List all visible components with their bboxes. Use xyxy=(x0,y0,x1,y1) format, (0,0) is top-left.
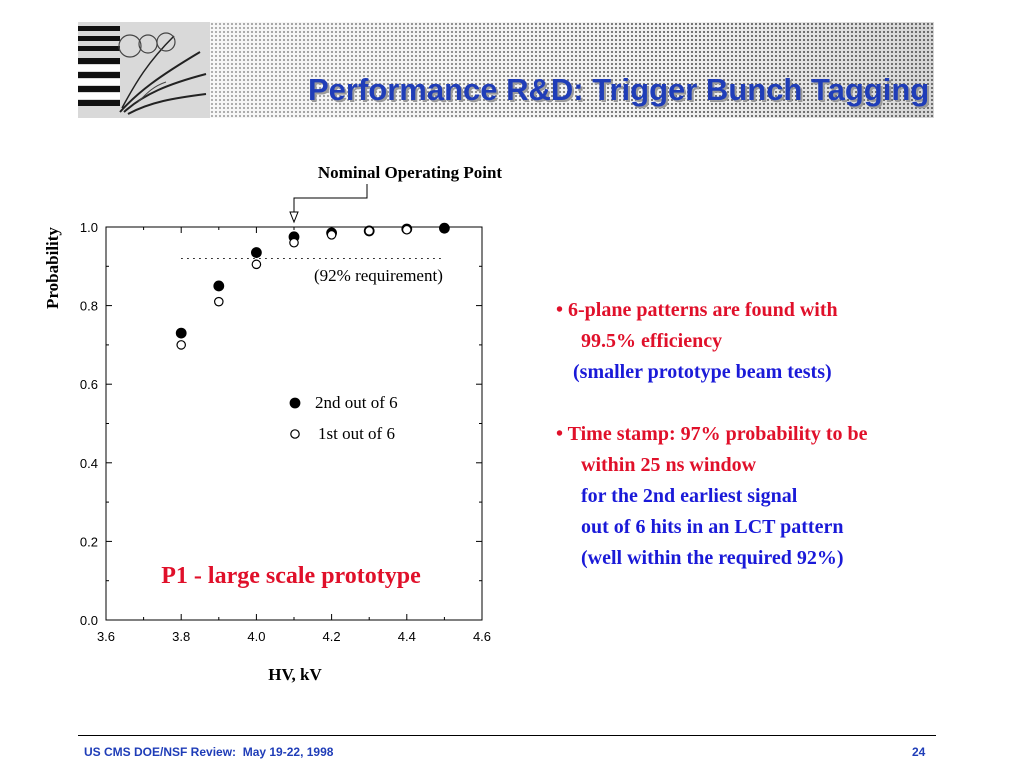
slide-title: Performance R&D: Trigger Bunch Tagging xyxy=(308,72,930,107)
data-point-2nd-out-of-6 xyxy=(175,327,187,339)
y-tick-label: 0.6 xyxy=(80,377,98,392)
x-tick-label: 4.6 xyxy=(473,629,491,644)
bullet-spacer xyxy=(556,388,996,419)
data-point-2nd-out-of-6 xyxy=(213,280,225,292)
y-tick-label: 0.4 xyxy=(80,456,98,471)
data-point-1st-out-of-6 xyxy=(364,226,374,236)
x-tick-label: 3.6 xyxy=(97,629,115,644)
data-point-2nd-out-of-6 xyxy=(250,247,262,258)
bullet-2-line-2: within 25 ns window xyxy=(581,454,757,476)
legend-label: 1st out of 6 xyxy=(318,424,395,443)
x-tick-label: 4.4 xyxy=(398,629,416,644)
annotation-leader-line xyxy=(293,184,368,216)
x-tick-label: 4.0 xyxy=(247,629,265,644)
data-point-1st-out-of-6 xyxy=(214,296,224,307)
data-point-1st-out-of-6 xyxy=(326,230,337,240)
annotation-arrow-icon xyxy=(289,211,299,224)
bullet-1-line-2: 99.5% efficiency xyxy=(581,330,723,352)
legend-marker-2nd-out-of-6 xyxy=(289,397,301,409)
bullet-2-line-3: for the 2nd earliest signal xyxy=(581,485,798,507)
data-point-1st-out-of-6 xyxy=(289,237,299,248)
legend-marker-1st-out-of-6 xyxy=(290,429,300,439)
y-tick-label: 0.0 xyxy=(80,613,98,628)
x-tick-label: 4.2 xyxy=(323,629,341,644)
x-axis-label: HV, kV xyxy=(268,665,322,684)
hv-probability-chart: 3.6 3.8 4.0 4.2 4.4 4.6 0.0 0.2 0.4 0.6 0.8 1.0 2nd … xyxy=(43,163,503,684)
bullet-2-line-1: • Time stamp: 97% probability to be xyxy=(556,423,868,445)
bullet-1-line-3: (smaller prototype beam tests) xyxy=(573,361,832,383)
title-banner: Performance R&D: Trigger Bunch Tagging xyxy=(78,22,934,118)
bullet-2-line-4: out of 6 hits in an LCT pattern xyxy=(581,516,844,538)
bullet-2-line-5: (well within the required 92%) xyxy=(581,547,844,569)
data-point-1st-out-of-6 xyxy=(401,224,412,235)
x-tick-label: 3.8 xyxy=(172,629,190,644)
footer-text: US CMS DOE/NSF Review: May 19-22, 1998 xyxy=(84,745,334,759)
plot-frame xyxy=(105,226,483,621)
chart-annotation: Nominal Operating Point xyxy=(318,163,503,182)
cms-logo-icon xyxy=(78,22,210,118)
y-tick-label: 1.0 xyxy=(80,220,98,235)
data-point-1st-out-of-6 xyxy=(251,259,262,270)
chart-subtitle: P1 - large scale prototype xyxy=(161,563,421,589)
y-tick-label: 0.2 xyxy=(80,534,98,549)
page-number: 24 xyxy=(912,745,926,759)
data-point-2nd-out-of-6 xyxy=(439,222,450,234)
legend-label: 2nd out of 6 xyxy=(315,393,398,412)
y-axis-label: Probability xyxy=(43,227,62,309)
footer-divider xyxy=(78,735,936,736)
bullet-list: • 6-plane patterns are found with 99.5% … xyxy=(556,295,996,574)
bullet-1-line-1: • 6-plane patterns are found with xyxy=(556,299,838,321)
plot-layer: 3.6 3.8 4.0 4.2 4.4 4.6 0.0 0.2 0.4 0.6 0.8 1.0 2nd … xyxy=(80,184,491,644)
banner-gradient xyxy=(78,22,934,118)
requirement-label: (92% requirement) xyxy=(314,266,443,285)
data-point-1st-out-of-6 xyxy=(176,340,186,350)
y-tick-label: 0.8 xyxy=(80,299,98,314)
